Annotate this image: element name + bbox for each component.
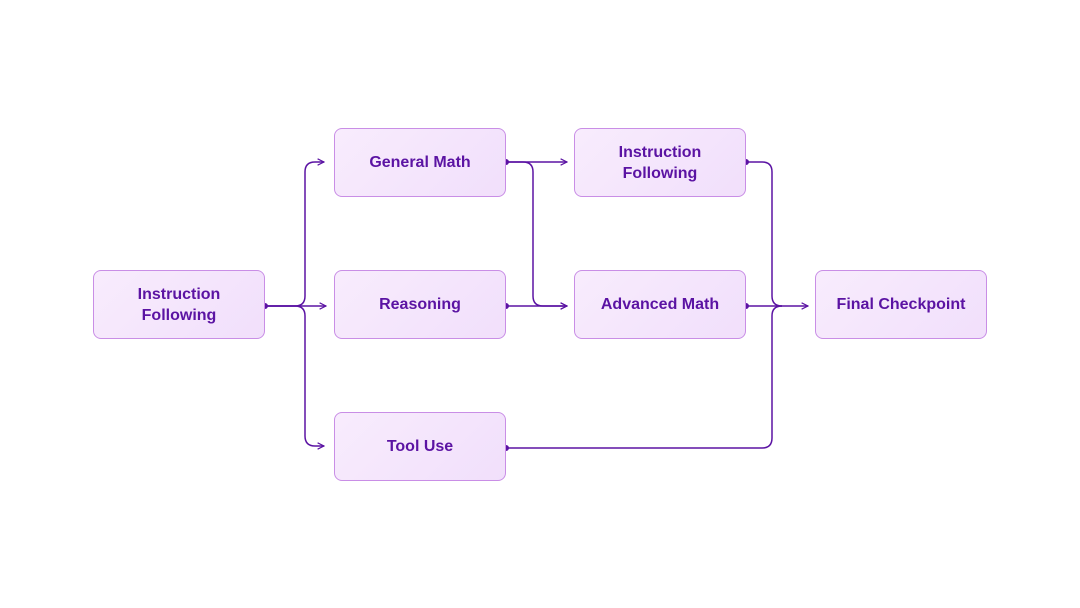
node-general-math: General Math [334,128,506,197]
edge-if-to-general-math [265,162,324,307]
node-final-checkpoint: Final Checkpoint [815,270,987,339]
node-instruction-following-mid: Instruction Following [574,128,746,197]
edge-if-to-tool-use [265,305,324,446]
node-label: Reasoning [379,296,461,313]
edge-if-to-final [746,161,783,307]
node-label: Instruction Following [137,285,221,324]
node-label: General Math [369,154,471,171]
node-label: Advanced Math [600,296,720,313]
node-reasoning: Reasoning [334,270,506,339]
edge-general-math-to-advanced-math [506,161,567,306]
node-label: Instruction Following [618,143,702,182]
node-advanced-math: Advanced Math [574,270,746,339]
node-tool-use: Tool Use [334,412,506,481]
edge-tool-use-to-final [506,305,783,449]
node-instruction-following-start: Instruction Following [93,270,265,339]
node-label: Tool Use [386,438,454,455]
node-label: Final Checkpoint [836,296,966,313]
